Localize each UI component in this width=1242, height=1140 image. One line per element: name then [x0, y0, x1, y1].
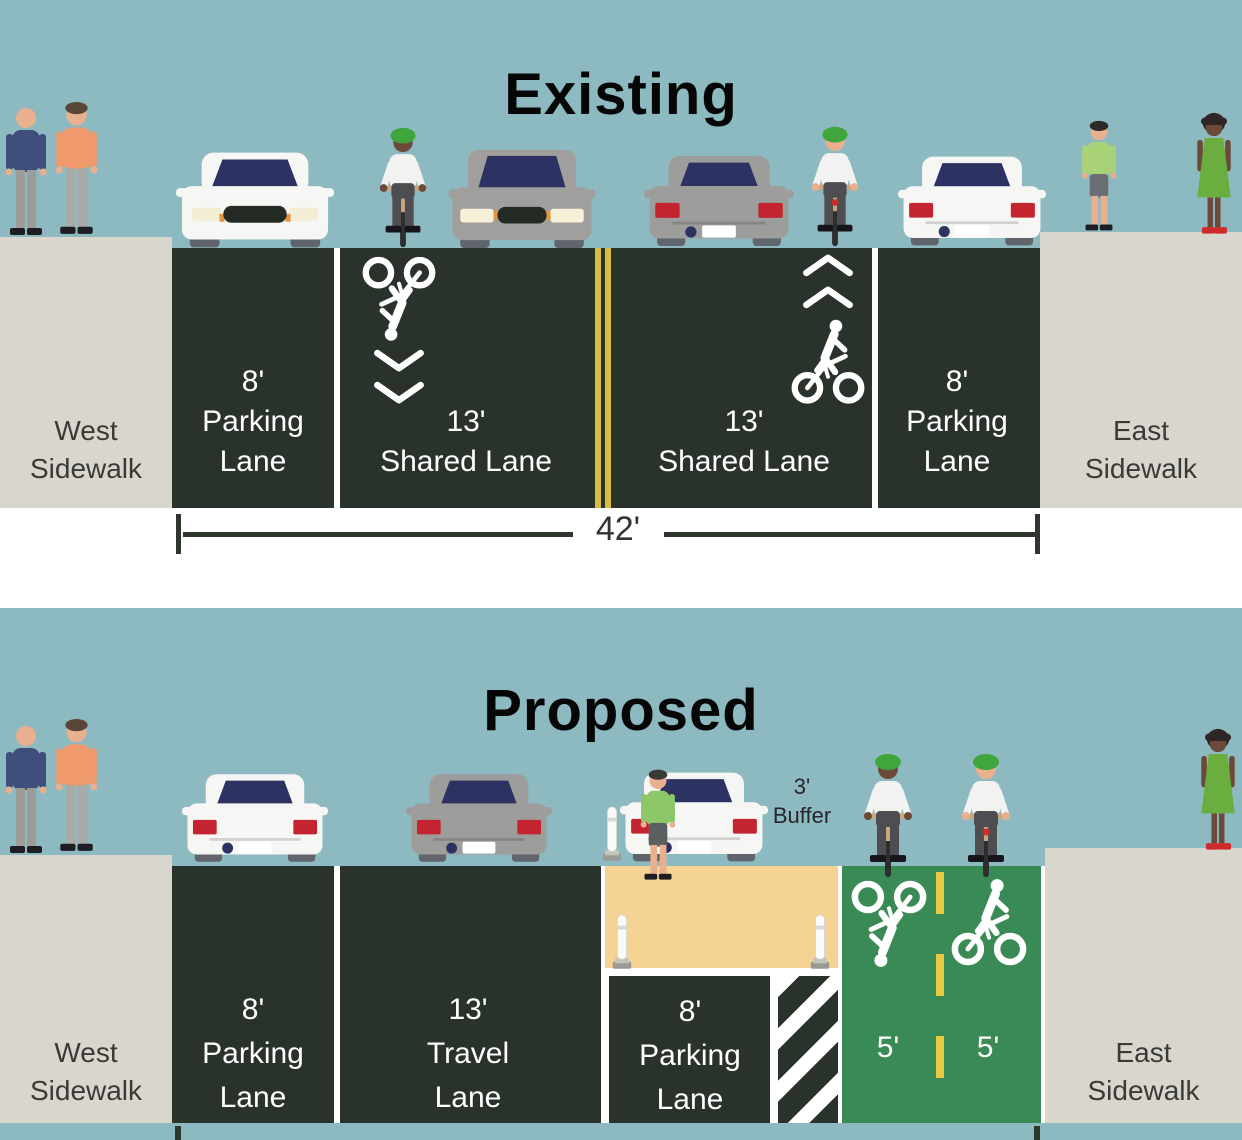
bike-lane-north-width-label: 5'	[976, 1031, 1000, 1064]
dimension-tick-west	[176, 514, 181, 554]
dimension-line-right-segment	[664, 532, 1037, 537]
lane-name: Parking	[906, 405, 1008, 438]
painted-buffer-stripes	[778, 976, 838, 1123]
pedestrian-woman-illustration	[50, 718, 103, 860]
proposed-dimension-tick-east	[1034, 1126, 1040, 1140]
pedestrian-boy-illustration	[1074, 120, 1124, 238]
pedestrian-man-illustration	[0, 722, 52, 862]
proposed-bottom-strip	[0, 1123, 1242, 1140]
white-car-front-illustration	[176, 152, 334, 248]
buffer-width: 3'	[793, 774, 811, 799]
lane-width: 8'	[678, 995, 702, 1028]
proposed-parking-lane-center-label: 8' Parking Lane	[639, 990, 741, 1122]
lane-width: 8'	[241, 365, 265, 398]
pedestrian-woman-illustration	[50, 101, 103, 243]
proposed-dimension-tick-west	[175, 1126, 181, 1140]
lane-name: Shared Lane	[380, 445, 552, 478]
bike-lane-marking-southbound	[850, 874, 928, 972]
lane-width: 13'	[448, 993, 488, 1026]
west-sidewalk-line1: West	[54, 415, 118, 446]
existing-parking-lane-east-label: 8' Parking Lane	[906, 362, 1008, 482]
lane-width: 8'	[241, 993, 265, 1026]
east-sidewalk-line2: Sidewalk	[1087, 1075, 1200, 1106]
proposed-west-sidewalk-label: West Sidewalk	[0, 1034, 172, 1110]
existing-center-line-yellow-1	[595, 248, 601, 508]
dimension-line-left-segment	[183, 532, 573, 537]
proposed-lane-line-west	[334, 866, 340, 1123]
proposed-center-parking-panel	[609, 976, 770, 1123]
sharrow-bike-marking-northbound	[790, 315, 866, 410]
gray-car-rear-illustration	[644, 154, 794, 248]
cyclist-rear-illustration	[804, 124, 866, 248]
pedestrian-man-illustration	[0, 104, 52, 244]
sharrow-chevron-up-icon	[802, 284, 854, 310]
sharrow-bike-marking-southbound	[361, 253, 437, 343]
proposed-travel-lane-label: 13' Travel Lane	[427, 988, 509, 1120]
existing-parking-lane-west-label: 8' Parking Lane	[202, 362, 304, 482]
lane-name: Parking	[202, 1037, 304, 1070]
cyclist-rear-illustration	[954, 752, 1018, 878]
lane-name: Lane	[656, 1083, 724, 1116]
proposed-panel-title: Proposed	[483, 677, 759, 743]
pedestrian-woman-dress-illustration	[1186, 112, 1242, 242]
bike-lane-marking-northbound	[950, 874, 1028, 972]
existing-east-sidewalk-label: East Sidewalk	[1040, 412, 1242, 488]
gray-suv-front-illustration	[448, 150, 596, 248]
east-sidewalk-line2: Sidewalk	[1084, 453, 1198, 484]
existing-shared-lane-west-label: 13' Shared Lane	[380, 402, 552, 482]
cyclist-rear-illustration	[856, 752, 920, 878]
proposed-east-sidewalk	[1045, 848, 1242, 1123]
gray-car-rear-illustration	[406, 770, 552, 866]
bollard-icon	[612, 906, 632, 976]
bike-lane-south-width-label: 5'	[876, 1031, 900, 1064]
lane-width: 8'	[945, 365, 969, 398]
existing-total-width-label: 42'	[595, 510, 641, 548]
existing-lane-line-west	[334, 248, 340, 508]
bike-lane-dashed-center-line	[936, 872, 944, 1117]
lane-name: Lane	[219, 445, 287, 478]
existing-panel-title: Existing	[504, 61, 738, 127]
proposed-east-sidewalk-label: East Sidewalk	[1045, 1034, 1242, 1110]
proposed-parking-lane-west-label: 8' Parking Lane	[202, 988, 304, 1120]
sharrow-chevron-down-icon	[373, 348, 425, 374]
parking-buffer-island	[605, 866, 838, 968]
lane-name: Parking	[202, 405, 304, 438]
lane-name: Parking	[639, 1039, 741, 1072]
buffer-width-label: 3' Buffer	[773, 772, 831, 830]
lane-name: Lane	[219, 1081, 287, 1114]
bollard-icon	[810, 906, 830, 976]
pedestrian-woman-dress-illustration	[1190, 728, 1242, 858]
existing-west-sidewalk-label: West Sidewalk	[0, 412, 172, 488]
existing-east-sidewalk	[1040, 232, 1242, 508]
existing-lane-line-east	[872, 248, 878, 508]
white-car-rear-illustration	[182, 770, 328, 866]
lane-name: Travel	[426, 1037, 510, 1070]
proposed-west-sidewalk	[0, 855, 172, 1123]
buffer-name: Buffer	[772, 803, 832, 828]
existing-shared-lane-east-label: 13' Shared Lane	[658, 402, 830, 482]
existing-center-line-yellow-2	[605, 248, 611, 508]
cyclist-front-illustration	[372, 126, 434, 248]
bollard-icon	[602, 798, 622, 868]
lane-width: 13'	[446, 405, 486, 438]
east-sidewalk-line1: East	[1115, 1037, 1172, 1068]
lane-name: Lane	[923, 445, 991, 478]
pedestrian-on-island-illustration	[636, 768, 680, 888]
white-car-rear-illustration	[898, 154, 1046, 248]
west-sidewalk-line2: Sidewalk	[29, 453, 143, 484]
lane-width: 13'	[724, 405, 764, 438]
existing-west-sidewalk	[0, 237, 172, 508]
west-sidewalk-line1: West	[54, 1037, 118, 1068]
lane-name: Lane	[434, 1081, 502, 1114]
east-sidewalk-line1: East	[1112, 415, 1170, 446]
dimension-tick-east	[1035, 514, 1040, 554]
lane-name: Shared Lane	[658, 445, 830, 478]
sharrow-chevron-up-icon	[802, 252, 854, 278]
west-sidewalk-line2: Sidewalk	[29, 1075, 143, 1106]
